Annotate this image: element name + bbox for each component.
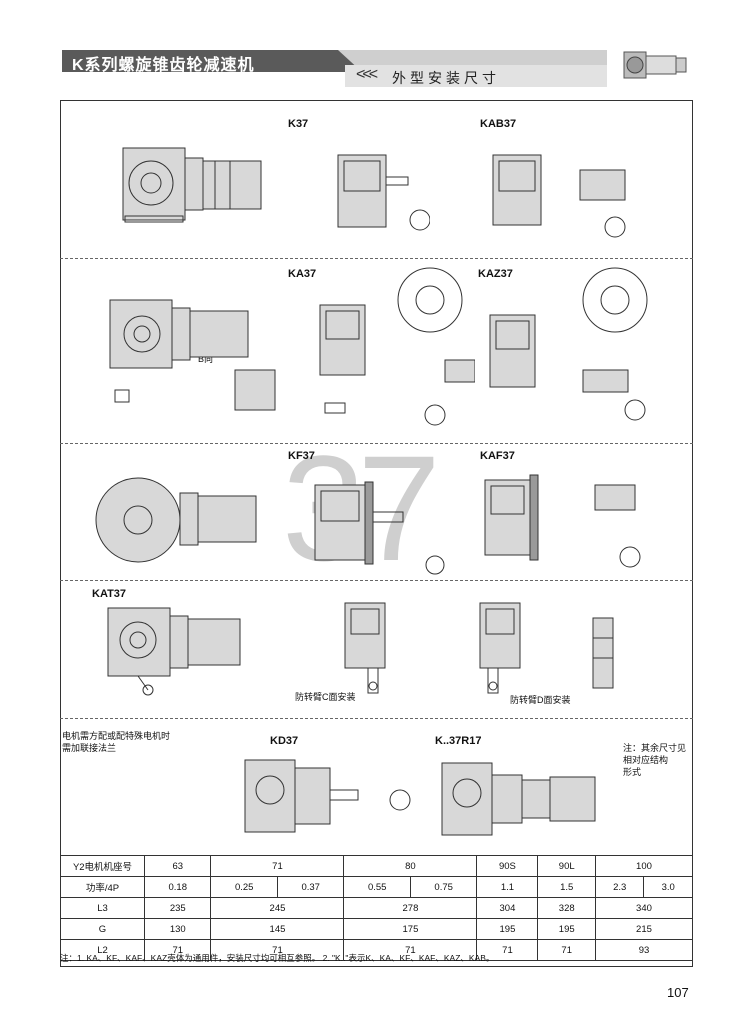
table-cell: 130: [143, 918, 212, 940]
label-kat37: KAT37: [92, 588, 127, 600]
kab37-drawing: [492, 154, 626, 238]
kaf37-drawing: [484, 474, 641, 568]
divider: [60, 443, 693, 444]
table-cell: 1.5: [537, 876, 596, 898]
table-cell: 195: [537, 918, 596, 940]
divider: [60, 580, 693, 581]
table-cell: 100: [594, 855, 694, 877]
table-row: L2 71 71 71 71 71 93: [60, 939, 694, 961]
b-direction-label: B向: [198, 354, 214, 364]
header-title-bg: [62, 50, 362, 72]
side-note: 注：其余尺寸见 相对应结构 形式: [623, 743, 687, 777]
table-cell: 0.75: [409, 876, 478, 898]
table-cell: 0.25: [210, 876, 278, 898]
kaz-flange-drawing: [397, 267, 463, 333]
table-cell: 304: [476, 897, 539, 919]
table-cell: 0.18: [143, 876, 212, 898]
table-cell: 175: [343, 918, 478, 940]
table-cell: 278: [343, 897, 478, 919]
ka37-side-drawing: [319, 304, 475, 426]
table-cell: 340: [594, 897, 694, 919]
ka37-drawing: [109, 299, 276, 411]
gearmotor-icon: [623, 51, 687, 79]
label-kab37: KAB37: [480, 118, 517, 130]
flange-note: 电机需方配或配特殊电机时 需加联接法兰: [62, 731, 171, 753]
table-cell: 1.1: [476, 876, 539, 898]
label-kf37: KF37: [288, 450, 315, 462]
table-head: Y2电机机座号: [60, 855, 145, 877]
label-ka37: KA37: [288, 268, 317, 280]
k37-drawing: [122, 147, 262, 223]
table-cell: 215: [594, 918, 694, 940]
table-cell: 71: [343, 939, 478, 961]
k37-side-drawing: [337, 154, 430, 231]
table-cell: 80: [343, 855, 478, 877]
table-cell: 63: [143, 855, 212, 877]
kaz37-drawing: [489, 267, 648, 421]
kr17-drawing: [441, 762, 596, 836]
kat37-drawing: [107, 607, 241, 696]
kf37-side-drawing: [314, 481, 445, 575]
page-title: K系列螺旋锥齿轮减速机: [72, 57, 255, 74]
table-cell: 245: [210, 897, 345, 919]
page-number: 107: [667, 985, 689, 1000]
kat37-d-drawing: [479, 602, 521, 694]
motor-spec-table: Y2电机机座号 63 71 80 90S 90L 100 功率/4P 0.18 …: [60, 855, 694, 961]
row-label: G: [60, 918, 145, 940]
label-kr17: K..37R17: [435, 735, 482, 747]
table-cell: 90L: [537, 855, 596, 877]
c-mount-label: 防转臂C面安装: [295, 692, 356, 702]
table-row: G 130 145 175 195 195 215: [60, 918, 694, 940]
kat37-bolt-drawing: [592, 617, 614, 689]
table-cell: 195: [476, 918, 539, 940]
table-cell: 145: [210, 918, 345, 940]
kat37-c-drawing: [344, 602, 386, 694]
row-label: L3: [60, 897, 145, 919]
kd37-drawing: [244, 759, 411, 833]
table-cell: 2.3: [594, 876, 645, 898]
chevron-icon: <<<: [356, 66, 378, 83]
subtitle-bar: [345, 65, 607, 87]
table-cell: 93: [594, 939, 694, 961]
table-row: Y2电机机座号 63 71 80 90S 90L 100: [60, 855, 694, 877]
table-cell: 90S: [476, 855, 539, 877]
table-cell: 235: [143, 897, 212, 919]
table-cell: 71: [210, 855, 345, 877]
d-mount-label: 防转臂D面安装: [510, 695, 571, 705]
table-cell: 0.37: [276, 876, 345, 898]
label-k37: K37: [288, 118, 309, 130]
divider: [60, 718, 693, 719]
page-subtitle: 外型安装尺寸: [392, 70, 500, 86]
table-row: L3 235 245 278 304 328 340: [60, 897, 694, 919]
table-cell: 3.0: [643, 876, 693, 898]
drawing-frame: [60, 100, 693, 967]
table-cell: 328: [537, 897, 596, 919]
table-row: 功率/4P 0.18 0.25 0.37 0.55 0.75 1.1 1.5 2…: [60, 876, 693, 898]
table-cell: 71: [143, 939, 212, 961]
table-cell: 71: [537, 939, 596, 961]
label-kaf37: KAF37: [480, 450, 515, 462]
divider: [60, 258, 693, 259]
footnote: 注：1. KA、KF、KAF、KAZ壳体为通用件，安装尺寸均可相互参照。 2. …: [60, 953, 495, 963]
kf37-drawing: [95, 477, 257, 563]
label-kaz37: KAZ37: [478, 268, 513, 280]
label-kd37: KD37: [270, 735, 299, 747]
row-label: 功率/4P: [60, 876, 145, 898]
table-cell: 71: [476, 939, 539, 961]
table-cell: 0.55: [343, 876, 411, 898]
